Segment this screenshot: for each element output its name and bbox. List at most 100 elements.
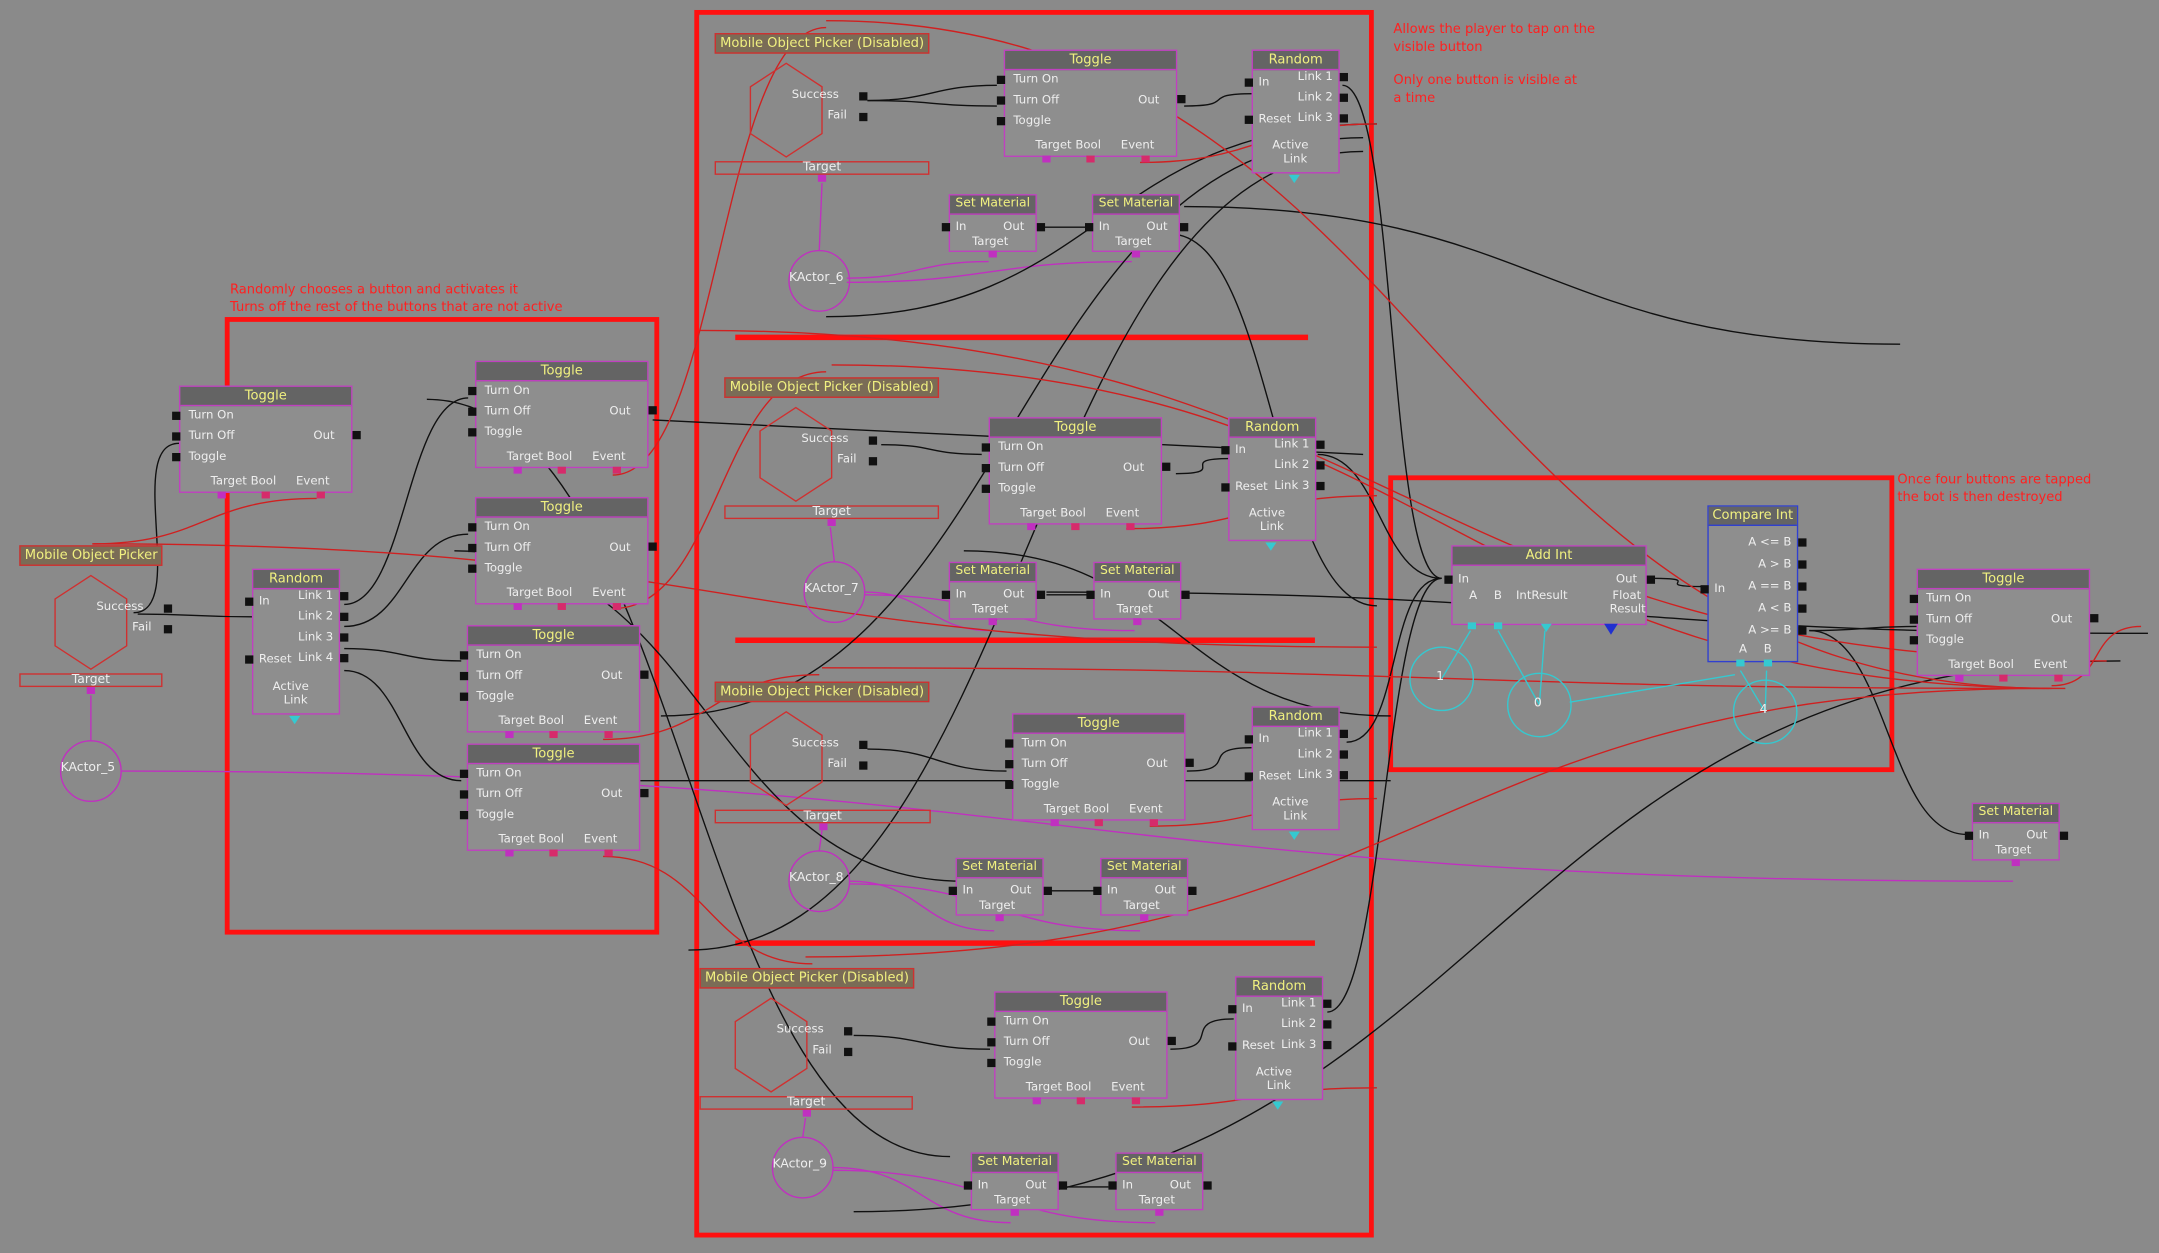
setmat-section-2a-target-pin[interactable]	[988, 618, 997, 626]
random-section-3-link-pin-2[interactable]	[1339, 750, 1348, 759]
random-section-4-link-pin-3[interactable]	[1323, 1040, 1332, 1050]
toggle-section-4-event-pin[interactable]	[1131, 1097, 1141, 1105]
random-section-2-active-link-pin[interactable]	[1265, 542, 1277, 551]
random-section-2-link-pin-2[interactable]	[1316, 461, 1325, 470]
picker-section-1-fail-pin[interactable]	[859, 112, 868, 122]
setmat-section-1b-in-pin[interactable]	[1084, 223, 1094, 232]
right-toggle-pin-2[interactable]	[1909, 636, 1919, 645]
picker-left-fail-pin[interactable]	[163, 625, 173, 634]
toggle-stack-1-out-pin[interactable]	[648, 406, 657, 415]
toggle-stack-4-pin-0[interactable]	[459, 769, 469, 778]
random-section-1-reset-pin[interactable]	[1244, 115, 1253, 124]
toggle-section-4-pin-2[interactable]	[987, 1058, 996, 1068]
compare-int-b-pin[interactable]	[1763, 659, 1773, 667]
toggle-stack-3-bool-pin[interactable]	[549, 731, 558, 739]
toggle-stack-3-event-pin[interactable]	[604, 731, 613, 739]
left-toggle-pin-1[interactable]	[172, 432, 181, 441]
right-toggle-event-pin[interactable]	[2054, 674, 2063, 682]
random-section-3-link-pin-1[interactable]	[1339, 729, 1348, 739]
toggle-stack-1-pin-0[interactable]	[468, 386, 477, 396]
toggle-stack-1-bool-pin[interactable]	[557, 466, 566, 474]
right-toggle-target-pin[interactable]	[1955, 674, 1964, 682]
toggle-section-1-pin-2[interactable]	[996, 117, 1006, 126]
right-setmat-in-pin[interactable]	[1964, 831, 1974, 840]
picker-section-3-target-pin[interactable]	[818, 823, 827, 831]
toggle-stack-1-pin-2[interactable]	[468, 428, 477, 437]
right-toggle-pin-0[interactable]	[1909, 594, 1919, 604]
toggle-section-1-target-pin[interactable]	[1042, 155, 1051, 163]
add-int-a-pin[interactable]	[1467, 622, 1477, 630]
picker-section-3-fail-pin[interactable]	[859, 761, 868, 770]
left-random-link-pin-1[interactable]	[340, 592, 349, 601]
right-toggle-pin-1[interactable]	[1909, 615, 1919, 624]
random-section-1-active-link-pin[interactable]	[1288, 174, 1300, 184]
setmat-section-3b-in-pin[interactable]	[1093, 886, 1102, 895]
toggle-stack-2-target-pin[interactable]	[513, 603, 522, 610]
left-random-reset-pin[interactable]	[245, 655, 254, 664]
setmat-section-3a-out-pin[interactable]	[1043, 886, 1052, 895]
random-section-3-active-link-pin[interactable]	[1288, 831, 1300, 840]
toggle-stack-3-target-pin[interactable]	[505, 731, 514, 739]
left-toggle-out-pin[interactable]	[352, 430, 361, 440]
left-random-link-pin-2[interactable]	[340, 612, 349, 621]
toggle-stack-2-event-pin[interactable]	[612, 603, 621, 610]
toggle-section-1-pin-0[interactable]	[996, 75, 1006, 84]
toggle-section-2-target-pin[interactable]	[1027, 523, 1036, 531]
setmat-section-2b-target-pin[interactable]	[1133, 618, 1142, 626]
random-section-2-in-pin[interactable]	[1221, 446, 1230, 455]
toggle-section-2-out-pin[interactable]	[1162, 462, 1171, 471]
compare-int-a-pin[interactable]	[1736, 659, 1745, 667]
setmat-section-3b-target-pin[interactable]	[1140, 914, 1149, 922]
toggle-section-4-pin-0[interactable]	[987, 1017, 996, 1026]
left-random-link-pin-3[interactable]	[340, 633, 349, 642]
random-section-2-link-pin-1[interactable]	[1316, 440, 1325, 449]
random-section-4-in-pin[interactable]	[1228, 1005, 1237, 1014]
toggle-section-1-out-pin[interactable]	[1177, 95, 1186, 104]
setmat-section-1a-target-pin[interactable]	[988, 250, 997, 258]
add-int-floatresult-pin[interactable]	[1604, 623, 1618, 635]
setmat-section-1a-out-pin[interactable]	[1036, 223, 1046, 232]
add-int-intresult-pin[interactable]	[1540, 623, 1552, 632]
toggle-stack-3-pin-0[interactable]	[459, 651, 469, 660]
toggle-section-4-pin-1[interactable]	[987, 1038, 996, 1047]
random-section-4-link-pin-1[interactable]	[1323, 999, 1332, 1008]
right-toggle-bool-pin[interactable]	[1999, 674, 2008, 682]
toggle-stack-1-event-pin[interactable]	[612, 466, 621, 474]
toggle-section-3-pin-2[interactable]	[1005, 780, 1014, 789]
toggle-section-4-out-pin[interactable]	[1167, 1036, 1176, 1046]
left-toggle-target-pin[interactable]	[217, 491, 226, 499]
toggle-stack-4-target-pin[interactable]	[505, 849, 514, 857]
random-section-3-in-pin[interactable]	[1244, 735, 1253, 744]
toggle-section-3-pin-0[interactable]	[1005, 739, 1014, 748]
random-section-3-reset-pin[interactable]	[1244, 772, 1253, 781]
compare-int-a_lt_b-pin[interactable]	[1798, 604, 1807, 613]
toggle-section-3-target-pin[interactable]	[1050, 819, 1059, 827]
random-section-4-link-pin-2[interactable]	[1323, 1020, 1332, 1029]
picker-section-1-target-pin[interactable]	[817, 174, 827, 182]
picker-section-3-success-pin[interactable]	[859, 740, 868, 750]
setmat-section-2a-out-pin[interactable]	[1036, 590, 1046, 599]
picker-section-2-success-pin[interactable]	[868, 436, 878, 445]
toggle-stack-3-pin-1[interactable]	[459, 671, 469, 681]
compare-int-a_eq_b-pin[interactable]	[1798, 582, 1807, 591]
picker-section-4-fail-pin[interactable]	[844, 1047, 853, 1057]
setmat-section-3a-in-pin[interactable]	[948, 886, 957, 895]
picker-left-target-pin[interactable]	[86, 687, 96, 694]
toggle-stack-2-pin-2[interactable]	[468, 564, 477, 573]
left-random-active-link-pin[interactable]	[289, 715, 301, 725]
random-section-2-link-pin-3[interactable]	[1316, 481, 1325, 491]
